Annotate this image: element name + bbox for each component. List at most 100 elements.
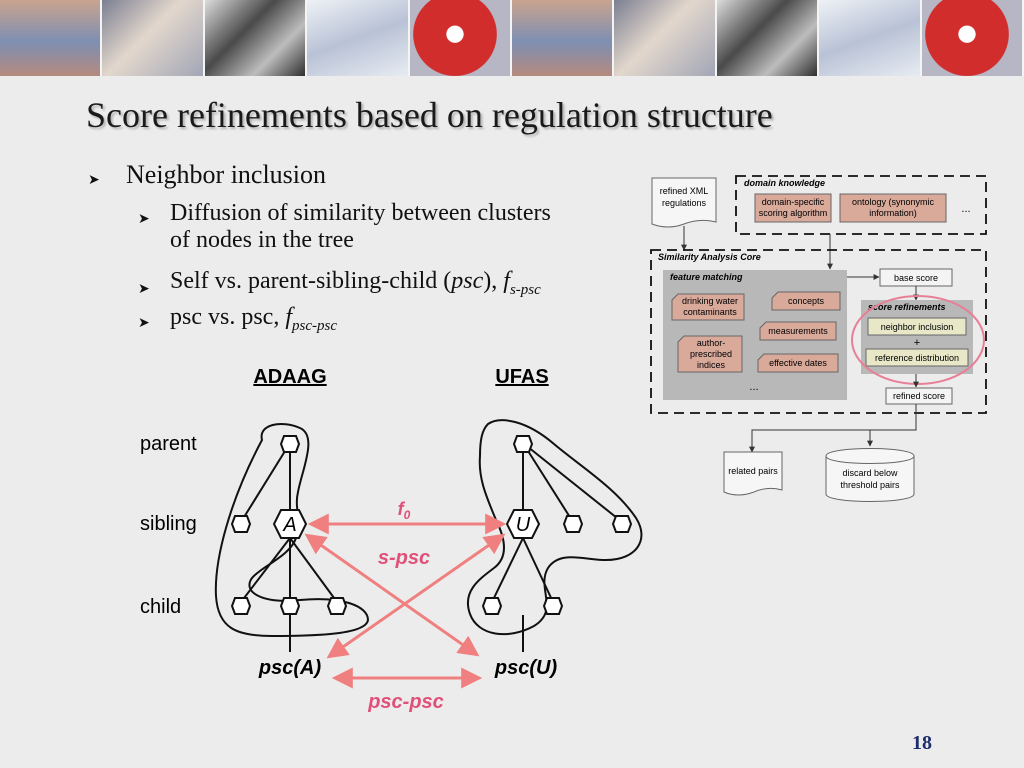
bullet-psc-prefix: psc vs. psc,: [170, 304, 286, 330]
similarity-core-container: [650, 249, 987, 414]
banner-bridge-photo: [0, 0, 103, 76]
dk-ellipsis: ...: [961, 203, 970, 215]
dk-ontology-line1: ontology (synonymic: [852, 197, 935, 207]
adaag-child-node-2: [279, 597, 301, 615]
bullet-psc-vs-psc: psc vs. psc, fpsc-psc: [170, 304, 337, 335]
adaag-sibling-node: [230, 515, 252, 533]
dk-scoring-algorithm-box: [754, 193, 832, 223]
fm-concepts-box: [771, 291, 841, 311]
row-label-parent: parent: [140, 433, 197, 455]
node-a-label: A: [282, 514, 296, 536]
ufas-node-u: [505, 509, 541, 539]
adaag-child-node-3: [326, 597, 348, 615]
fm-author-indices-box: [677, 335, 743, 373]
bullet-arrow-icon: ➤: [88, 173, 100, 188]
edge-label-psc-psc: psc-psc: [367, 691, 444, 713]
bullet-arrow-icon: ➤: [138, 316, 150, 331]
neighbor-inclusion-box: [867, 317, 967, 336]
related-pairs-document: [723, 451, 783, 496]
domain-knowledge-container: [735, 175, 987, 235]
ufas-neighborhood-outline: [467, 419, 643, 636]
adaag-title: ADAAG: [253, 366, 326, 388]
refined-score-box: [885, 387, 953, 405]
similarity-arrows: [304, 513, 507, 689]
ufas-tree-nodes: [481, 435, 633, 615]
bullet-self-prefix: Self vs. parent-sibling-child (: [170, 268, 452, 294]
refinements-plus: +: [914, 337, 920, 349]
fm-effective-dates-box: [757, 353, 839, 373]
reference-distribution-label: reference distribution: [875, 353, 959, 363]
tree-diagram: ADAAG UFAS parent sibling child: [140, 366, 643, 713]
bullet-diffusion: Diffusion of similarity between clusters…: [170, 200, 551, 254]
adaag-node-a: [272, 509, 308, 539]
edge-label-f0: f0: [398, 499, 411, 522]
bullet-diffusion-line1: Diffusion of similarity between clusters: [170, 200, 551, 226]
similarity-flowchart: refined XML regulations domain knowledge…: [650, 175, 987, 502]
fm-drinking-line2: contaminants: [683, 307, 737, 317]
slide-number: 18: [912, 732, 932, 754]
banner-wheelchair-photo-2: [716, 0, 820, 76]
discard-cylinder-rim: [825, 455, 915, 464]
bullet-arrow-icon: ➤: [138, 212, 150, 227]
banner-keyboard-photo: [102, 0, 205, 76]
refined-xml-document: [651, 177, 717, 228]
ufas-child-node-2: [542, 597, 564, 615]
adaag-parent-node: [279, 435, 301, 453]
banner-document-photo-2: [819, 0, 922, 76]
fm-drinking-line1: drinking water: [682, 296, 738, 306]
core-title: Similarity Analysis Core: [658, 252, 761, 262]
related-pairs-label: related pairs: [728, 466, 778, 476]
banner-bridge-photo-2: [512, 0, 615, 76]
slide-title: Score refinements based on regulation st…: [86, 95, 773, 135]
ufas-tree-edges: [491, 442, 623, 652]
ufas-sibling-node-1: [562, 515, 584, 533]
fm-dates-label: effective dates: [769, 358, 827, 368]
bullet-self-psc: psc: [451, 268, 484, 294]
row-label-sibling: sibling: [140, 513, 197, 535]
score-refinements-title: score refinements: [868, 302, 946, 312]
dk-ontology-line2: information): [869, 208, 917, 218]
discard-line1: discard below: [842, 468, 898, 478]
base-score-label: base score: [894, 273, 938, 283]
reference-distribution-box: [865, 348, 969, 367]
discard-line2: threshold pairs: [840, 480, 900, 490]
bullet-self-mid: ),: [483, 268, 504, 294]
neighbor-inclusion-label: neighbor inclusion: [881, 322, 954, 332]
fm-ellipsis: ...: [749, 381, 758, 393]
refined-xml-line1: refined XML: [660, 186, 709, 196]
refined-xml-line2: regulations: [662, 198, 707, 208]
fm-concepts-label: concepts: [788, 296, 825, 306]
header-banner: [0, 0, 1024, 76]
dk-scoring-line2: scoring algorithm: [759, 208, 828, 218]
fm-measurements-box: [759, 321, 837, 341]
bullet-psc-sub: psc-psc: [292, 317, 337, 334]
refined-score-label: refined score: [893, 391, 945, 401]
banner-keyboard-photo-2: [614, 0, 717, 76]
bullet-self-vs-psc: Self vs. parent-sibling-child (psc), fs-…: [170, 268, 541, 299]
arrow-psca-to-u: [326, 533, 506, 659]
ufas-sibling-node-2: [611, 515, 633, 533]
refined-to-outputs-line: [749, 404, 917, 453]
adaag-neighborhood-outline: [214, 423, 370, 638]
row-label-child: child: [140, 596, 181, 618]
fm-author-line1: author-: [697, 338, 726, 348]
dk-ontology-box: [839, 193, 947, 223]
node-u-label: U: [516, 514, 531, 536]
bullet-arrow-icon: ➤: [138, 282, 150, 297]
banner-document-photo: [307, 0, 410, 76]
banner-wheelchair-photo: [204, 0, 308, 76]
banner-logo-photo: [409, 0, 513, 76]
discard-cylinder: [825, 448, 915, 502]
feature-matching-title: feature matching: [670, 272, 743, 282]
fm-measurements-label: measurements: [768, 326, 828, 336]
ufas-title: UFAS: [495, 366, 548, 388]
ufas-child-node-1: [481, 597, 503, 615]
psc-u-label: psc(U): [494, 657, 558, 679]
bullet-self-f: f: [503, 268, 510, 294]
edge-label-s-psc: s-psc: [378, 547, 430, 569]
banner-logo-photo-2: [921, 0, 1024, 76]
bullet-diffusion-line2: of nodes in the tree: [170, 227, 354, 253]
psc-a-label: psc(A): [258, 657, 322, 679]
fm-drinking-water-box: [671, 293, 745, 321]
domain-knowledge-title: domain knowledge: [744, 178, 825, 188]
